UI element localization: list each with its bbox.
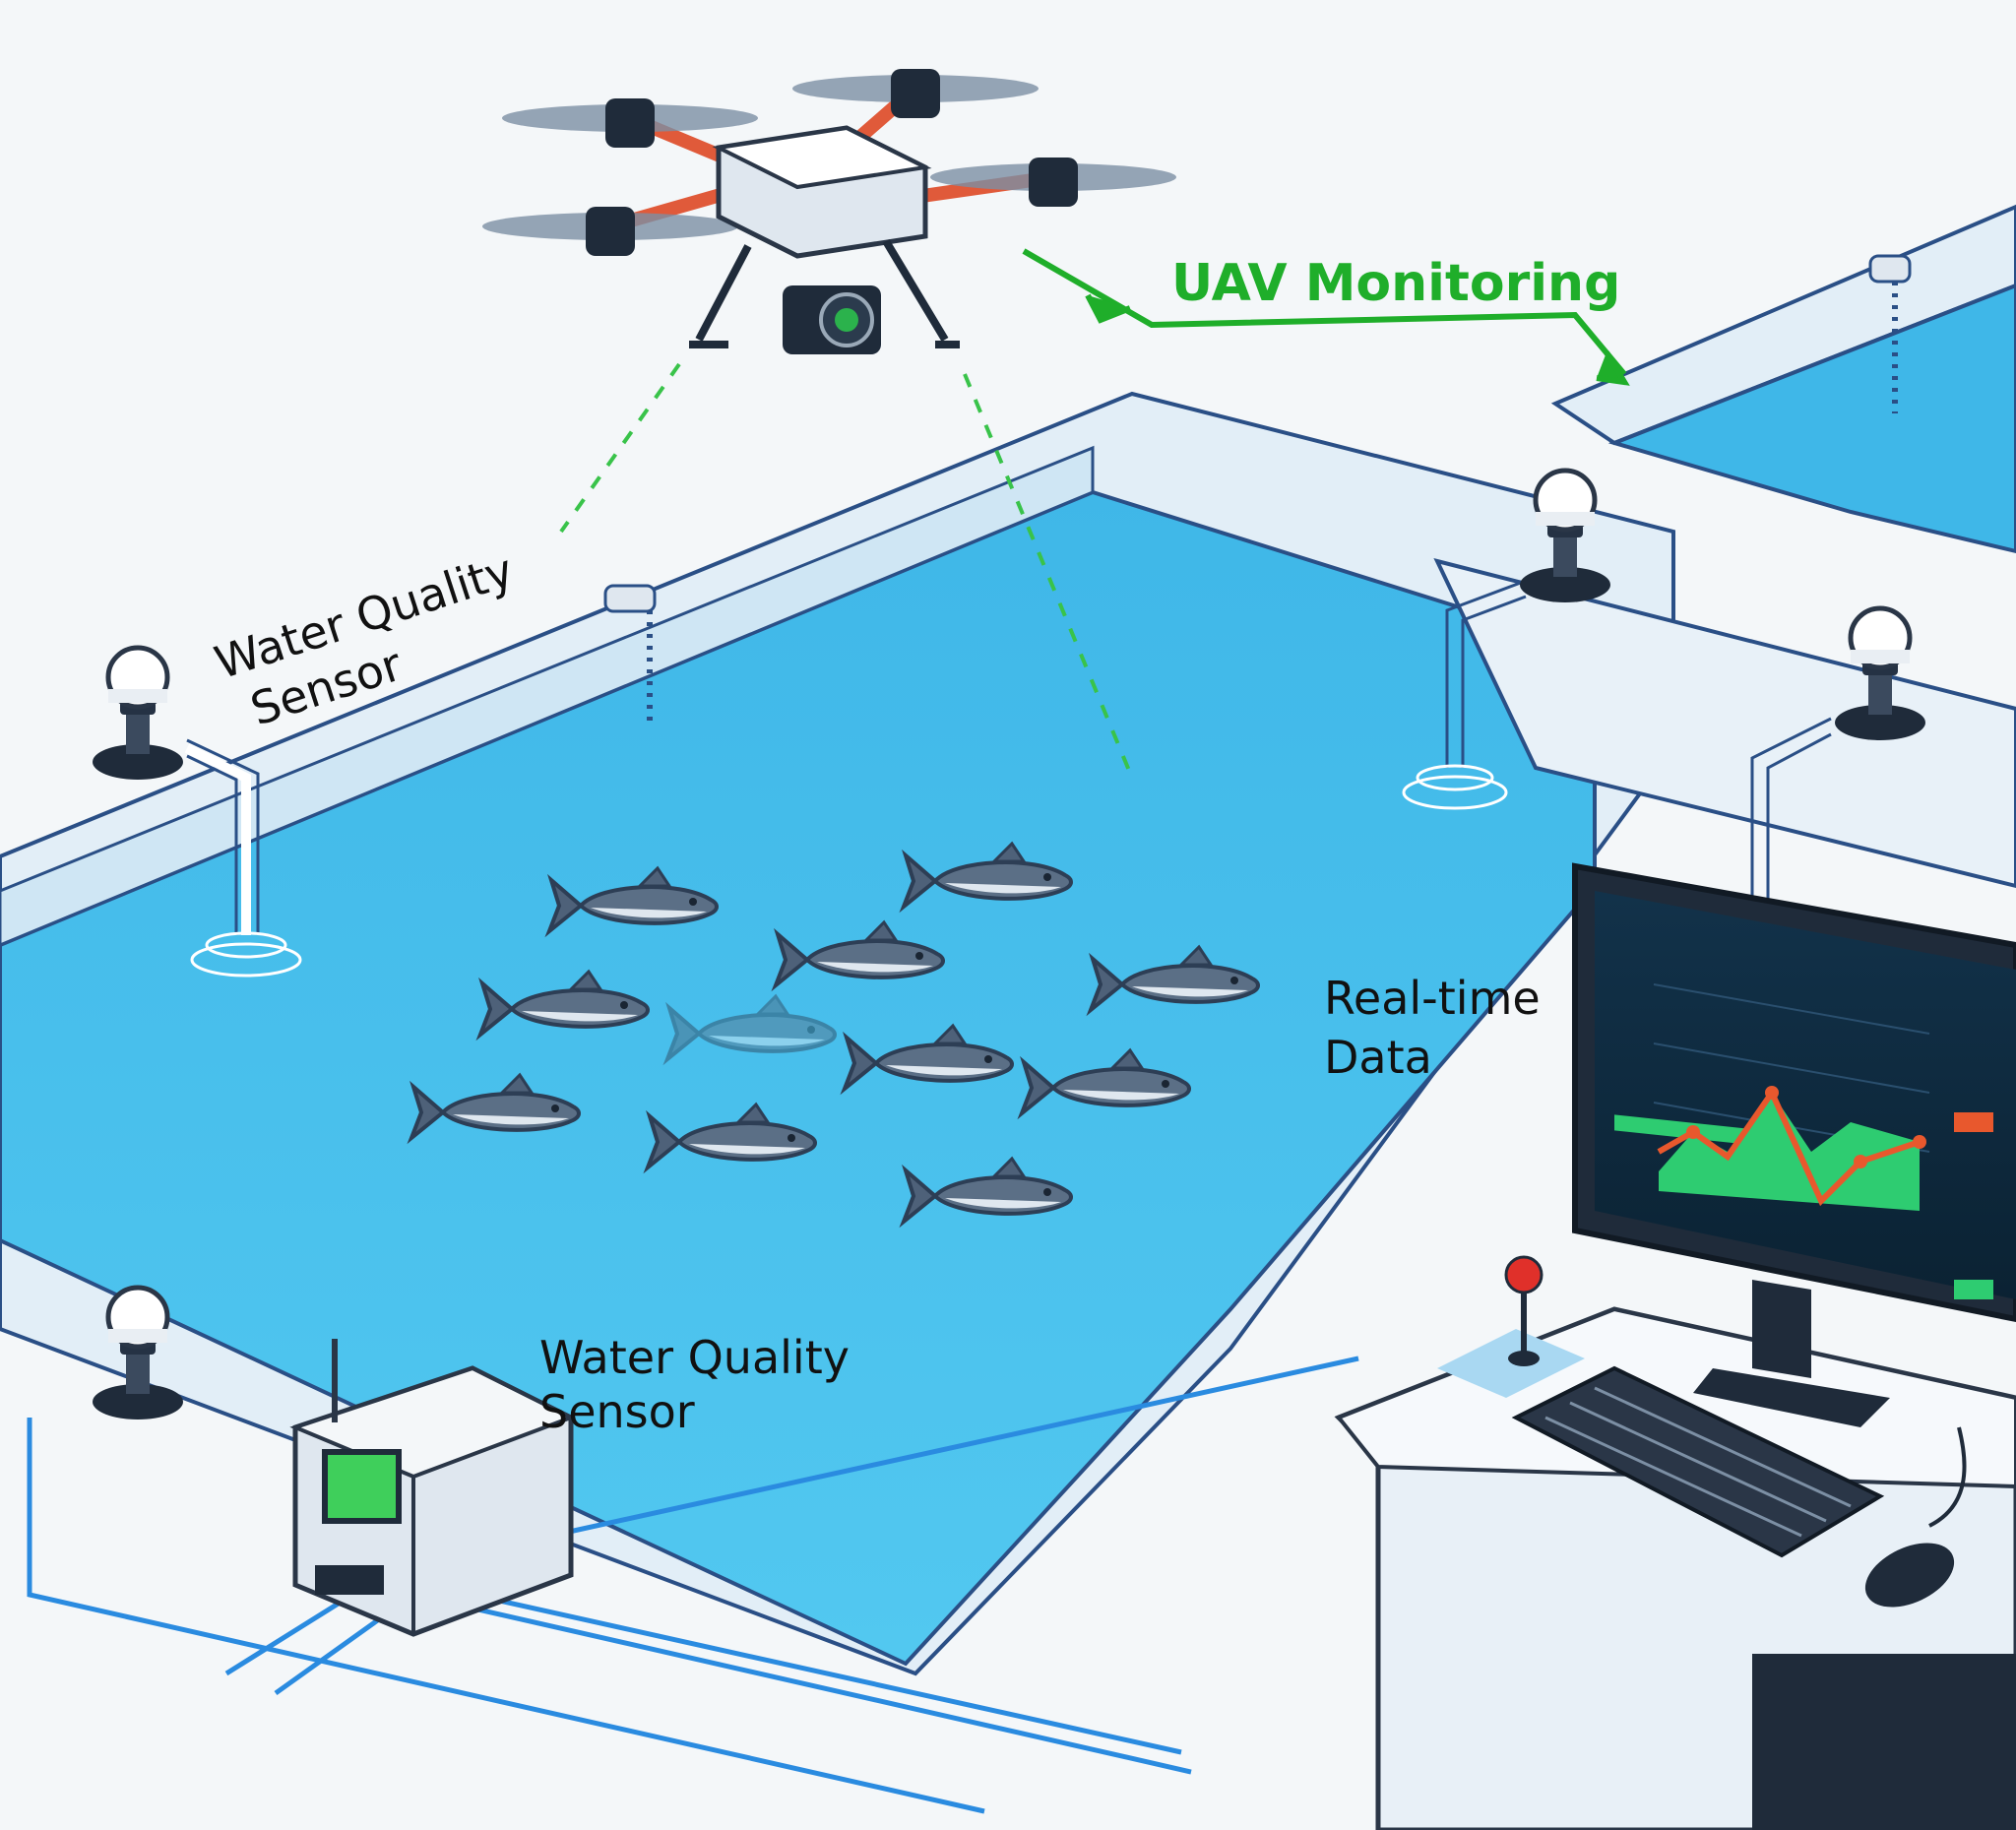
clamp-probe <box>1868 254 1912 413</box>
clamp-probe <box>603 584 657 728</box>
sensor-pipe-right <box>1750 717 1832 906</box>
ripples <box>190 764 1508 978</box>
uav-monitoring-label: UAV Monitoring <box>1171 254 1620 313</box>
control-box-icon <box>289 1339 576 1637</box>
water-quality-sensor-label-bottom-line1: Water Quality <box>539 1331 850 1384</box>
sensor-pipe-left <box>184 743 251 935</box>
monitor-icon <box>1572 862 2016 1427</box>
walkway <box>1433 558 2016 889</box>
sensor-probe-icon <box>93 648 183 780</box>
keyboard-icon <box>1511 1365 1885 1558</box>
sensor-pipe-mid <box>1445 579 1527 768</box>
uav-monitoring-arrow <box>1022 248 1630 386</box>
sensor-pipe-left-outline <box>186 738 260 935</box>
realtime-data-label-line2: Data <box>1324 1031 1432 1084</box>
secondary-pond-water <box>1607 283 2016 554</box>
mouse-icon <box>1864 1426 1967 1608</box>
drone-icon <box>482 69 1176 354</box>
joystick-icon <box>1437 1255 1585 1398</box>
water-quality-sensor-label-bottom-line2: Sensor <box>539 1385 695 1438</box>
drone-beams <box>559 362 1134 779</box>
realtime-data-label-line1: Real-time <box>1324 972 1541 1025</box>
pond-rim <box>0 445 1095 947</box>
